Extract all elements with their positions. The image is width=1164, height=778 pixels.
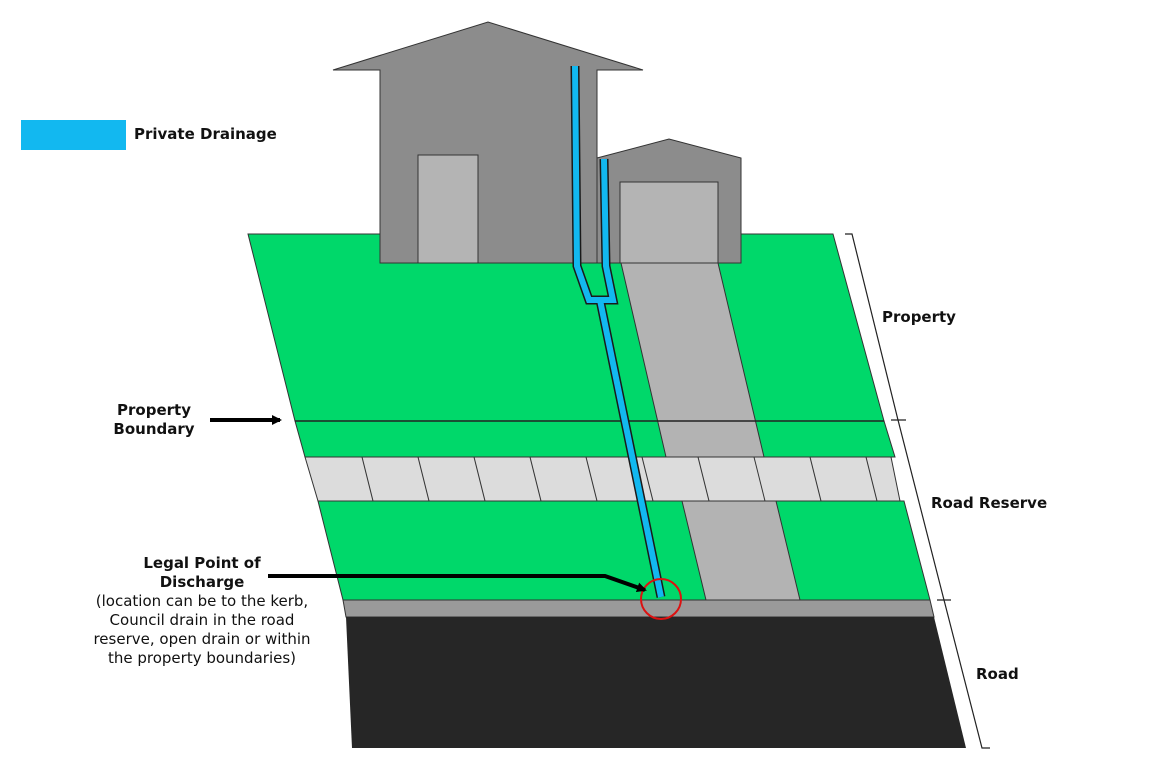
- zone-brackets: [845, 233, 990, 749]
- discharge-desc-line2: Council drain in the road: [109, 611, 295, 629]
- footpath-joints: [361, 456, 878, 502]
- nature-strip-upper: [294, 420, 896, 458]
- road-reserve-bracket: [891, 419, 951, 601]
- discharge-title-line1: Legal Point of: [143, 554, 261, 572]
- property-boundary-label-line2: Boundary: [113, 420, 195, 438]
- garage-door: [619, 181, 719, 264]
- property-boundary-label-line1: Property: [117, 401, 191, 419]
- discharge-desc-line3: reserve, open drain or within: [93, 630, 311, 648]
- property-bracket: [845, 233, 906, 421]
- road-bracket: [937, 599, 990, 749]
- kerb: [342, 599, 935, 618]
- road-surface: [346, 617, 966, 748]
- zone-label-property: Property: [882, 308, 956, 326]
- footpath: [304, 456, 901, 502]
- zone-label-road: Road: [976, 665, 1019, 683]
- discharge-arrow: [268, 574, 647, 593]
- driveway-crossover: [681, 500, 801, 601]
- legend-label: Private Drainage: [134, 125, 277, 143]
- discharge-title-line2: Discharge: [159, 573, 245, 591]
- house-door: [417, 154, 479, 264]
- discharge-point-marker: [640, 578, 682, 620]
- discharge-desc-line1: (location can be to the kerb,: [95, 592, 309, 610]
- property-boundary-label: Property Boundary: [96, 401, 212, 439]
- legend-swatch: [21, 120, 126, 150]
- nature-strip-lower: [317, 500, 931, 601]
- zone-label-road-reserve: Road Reserve: [931, 494, 1048, 512]
- discharge-desc-line4: the property boundaries): [107, 649, 297, 667]
- private-drainage-pipe: [570, 65, 666, 598]
- discharge-label: Legal Point of Discharge (location can b…: [52, 554, 352, 668]
